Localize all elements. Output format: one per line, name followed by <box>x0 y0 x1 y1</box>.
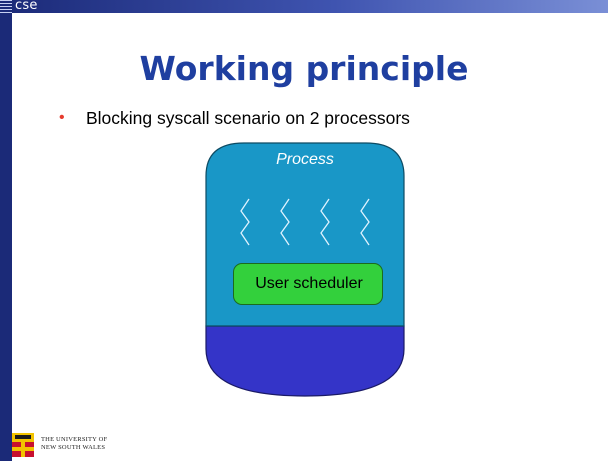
kernel-region <box>205 325 405 397</box>
left-border-bar <box>0 0 12 461</box>
thread-group <box>240 198 370 246</box>
university-name: THE UNIVERSITY OF NEW SOUTH WALES <box>41 436 107 451</box>
top-header-bar: cse <box>0 0 608 13</box>
thread-squiggle-icon <box>360 198 370 246</box>
course-tag: cse <box>15 0 38 13</box>
university-name-line1: THE UNIVERSITY OF <box>41 436 108 443</box>
bullet-text: Blocking syscall scenario on 2 processor… <box>86 108 410 128</box>
slide-title: Working principle <box>139 49 469 88</box>
bullet-dot-icon: • <box>59 109 65 126</box>
university-name-line2: NEW SOUTH WALES <box>41 443 106 451</box>
thread-squiggle-icon <box>280 198 290 246</box>
process-label: Process <box>276 151 334 168</box>
university-crest-icon <box>12 433 34 457</box>
header-stripes <box>0 0 12 13</box>
user-scheduler-label: User scheduler <box>255 275 363 292</box>
user-scheduler-box: User scheduler <box>233 263 383 305</box>
thread-squiggle-icon <box>320 198 330 246</box>
thread-squiggle-icon <box>240 198 250 246</box>
